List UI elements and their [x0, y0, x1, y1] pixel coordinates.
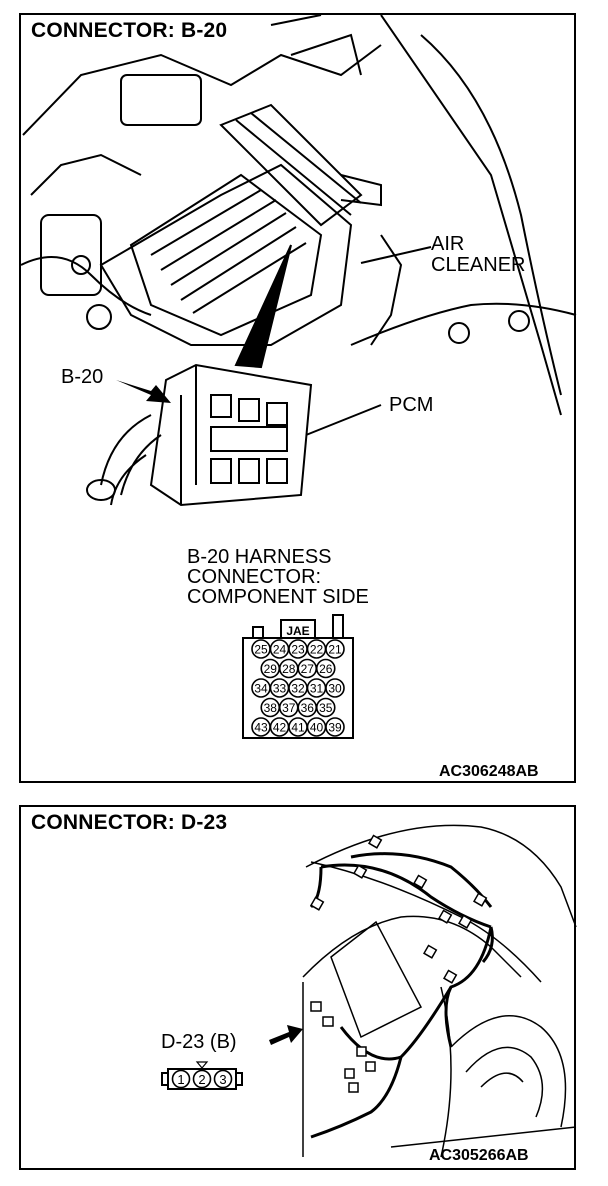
connector-d23-panel: CONNECTOR: D-23: [19, 805, 577, 1170]
connector-b20-panel: CONNECTOR: B-20: [19, 13, 577, 783]
connector-pin-number: 27: [301, 662, 315, 676]
connector-pin-number: 42: [273, 721, 287, 735]
b20-connector-face: JAE 25 24 23 22 21 29 28 27 26 34 33 32 31 30 38 37 36 35…: [242, 614, 354, 739]
pcm-label: PCM: [389, 394, 434, 416]
air-cleaner-label: AIR CLEANER: [431, 233, 526, 276]
connector-pin-number: 3: [219, 1072, 226, 1087]
connector-pin: [315, 697, 336, 718]
connector-pin: [171, 1069, 191, 1089]
b20-pointer-arrow: [116, 380, 171, 403]
connector-pin: [325, 639, 345, 659]
connector-pin-number: 34: [254, 682, 268, 696]
connector-pin-number: 26: [319, 662, 333, 676]
connector-pin-number: 33: [273, 682, 287, 696]
connector-pin-number: 22: [310, 643, 324, 657]
connector-pin-number: 23: [291, 643, 305, 657]
connector-pin: [325, 678, 345, 698]
connector-pin-number: 25: [254, 643, 268, 657]
connector-pin-number: 39: [328, 721, 342, 735]
panel-title: CONNECTOR: D-23: [31, 811, 228, 834]
connector-pin-number: 28: [282, 662, 296, 676]
figure-id: AC305266AB: [429, 1147, 529, 1164]
connector-pin-number: 24: [273, 643, 287, 657]
engine-bay-illustration: [21, 15, 577, 507]
connector-pin-number: 1: [177, 1072, 184, 1087]
connector-pin-number: 41: [291, 721, 305, 735]
harness-caption: B-20 HARNESS CONNECTOR: COMPONENT SIDE: [187, 546, 369, 608]
connector-pin-number: 21: [328, 643, 342, 657]
connector-pin-number: 37: [282, 701, 296, 715]
connector-pin: [325, 717, 345, 737]
connector-pin: [192, 1069, 212, 1089]
b20-callout-label: B-20: [61, 366, 104, 388]
connector-pin-number: 32: [291, 682, 305, 696]
connector-pin-number: 31: [310, 682, 324, 696]
panel-title: CONNECTOR: B-20: [31, 19, 228, 42]
connector-pin-number: 35: [319, 701, 333, 715]
connector-maker: JAE: [286, 624, 309, 638]
connector-pin: [315, 658, 336, 679]
connector-pin-number: 38: [264, 701, 278, 715]
connector-pin-number: 30: [328, 682, 342, 696]
connector-pin-number: 40: [310, 721, 324, 735]
figure-id: AC306248AB: [439, 763, 539, 780]
d23-callout-label: D-23 (B): [161, 1031, 237, 1053]
connector-pin-number: 36: [301, 701, 315, 715]
connector-pin-number: 2: [198, 1072, 205, 1087]
connector-pin: [213, 1069, 233, 1089]
connector-pin-number: 29: [264, 662, 278, 676]
d23-pointer-arrow: [269, 1025, 303, 1045]
vehicle-rear-illustration: [269, 824, 577, 1158]
connector-pin-number: 43: [254, 721, 268, 735]
